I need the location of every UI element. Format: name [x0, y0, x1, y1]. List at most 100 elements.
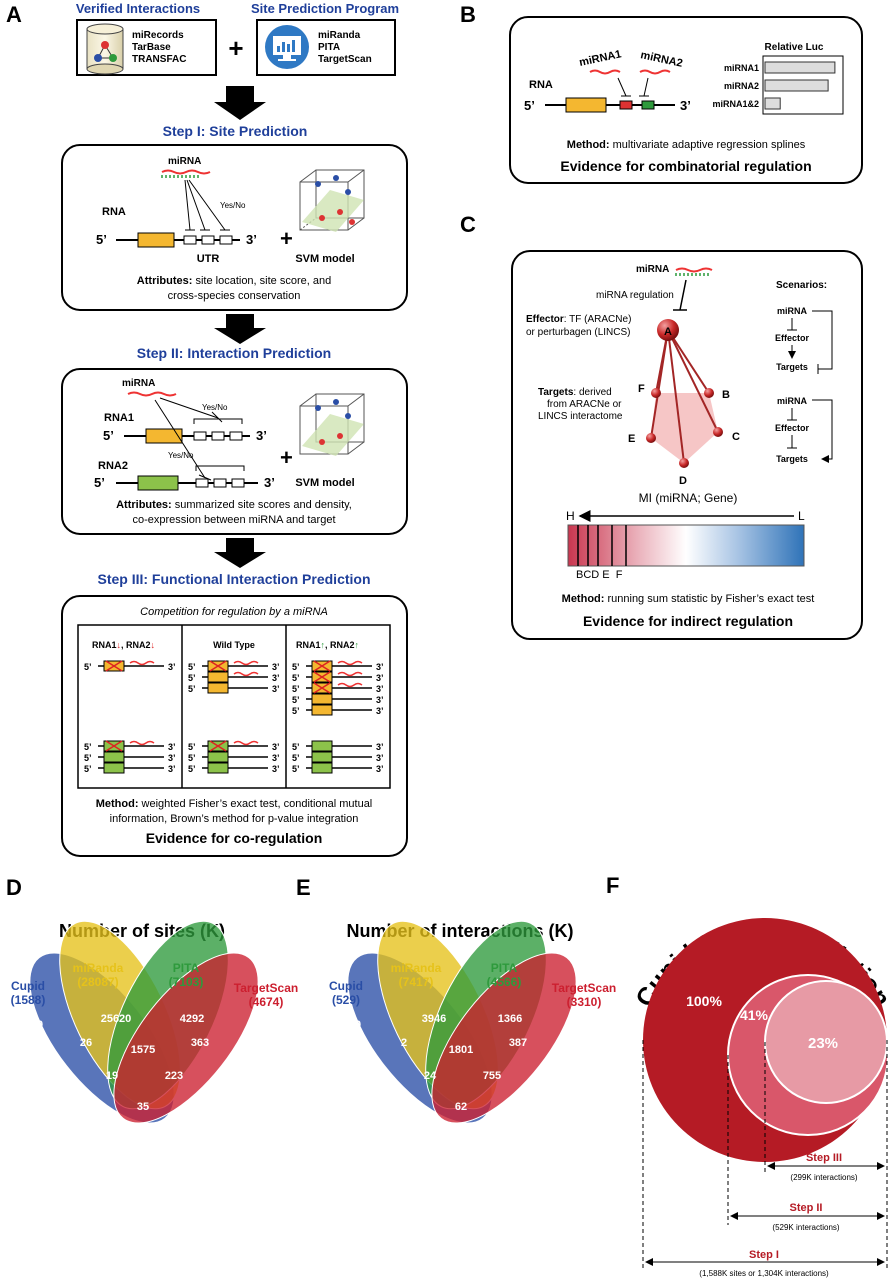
svg-text:3’: 3’: [376, 684, 384, 694]
node-e: [646, 433, 656, 443]
venn-region-value: 387: [509, 1037, 527, 1049]
step2-box: [61, 368, 408, 535]
five-prime: 5’: [96, 232, 107, 247]
node-f: [651, 388, 661, 398]
step3-method-line2: information, Brown’s method for p-value …: [110, 813, 359, 825]
program-item: PITA: [318, 42, 340, 53]
flow-arrow: [214, 314, 266, 344]
panel-d: D Number of sites (K)Cupid(1588)miRanda(…: [6, 875, 298, 1173]
venn-region-value: 164: [154, 1129, 173, 1141]
yes-no-label: Yes/No: [220, 201, 246, 210]
transcript: 5’3’: [84, 740, 176, 752]
three-prime: 3’: [680, 98, 691, 113]
svg-text:3’: 3’: [376, 764, 384, 774]
svg-text:5’: 5’: [292, 695, 300, 705]
rna-label: RNA: [102, 206, 126, 218]
step1-content: miRNA Yes/No RNA 5’ 3’ UTR +: [96, 156, 365, 302]
competition-label: Competition for regulation by a miRNA: [140, 606, 328, 618]
venn-region-value: 424: [63, 1084, 82, 1096]
svg-text:3’: 3’: [272, 684, 280, 694]
venn-set-total: (28087): [77, 975, 118, 989]
step2-attributes: Attributes: summarized site scores and d…: [116, 499, 352, 511]
mirna-regulation-label: miRNA regulation: [596, 290, 674, 301]
svg-text:miRNA: miRNA: [777, 306, 808, 316]
svg-text:3’: 3’: [168, 742, 176, 752]
flow-arrow: [214, 86, 266, 120]
svg-text:5’: 5’: [188, 662, 196, 672]
transcript: 5’3’: [188, 660, 280, 672]
venn-region-value: 223: [165, 1070, 183, 1082]
col2-header: Wild Type: [213, 640, 255, 650]
node-c-label: C: [732, 431, 740, 443]
step2-label: Step II: [789, 1202, 822, 1214]
luc-bar: [764, 97, 781, 110]
venn-region-value: 35: [137, 1101, 149, 1113]
panel-label-e: E: [296, 875, 311, 900]
step2-sub: (529K interactions): [772, 1223, 839, 1232]
venn-set-total: (7417): [399, 975, 434, 989]
mi-tick-letters: BCD E F: [576, 569, 623, 581]
yes-no-label: Yes/No: [202, 403, 228, 412]
svg-text:5’: 5’: [292, 706, 300, 716]
transcript: 5’ 3’: [292, 704, 384, 716]
step1-sub: (1,588K sites or 1,304K interactions): [699, 1269, 829, 1278]
step1-label: Step I: [749, 1249, 779, 1261]
verified-item: TarBase: [132, 42, 171, 53]
step3-title: Step III: Functional Interaction Predict…: [97, 571, 370, 587]
svg-text:5’: 5’: [188, 684, 196, 694]
panel-label-d: D: [6, 875, 22, 900]
node-a: [657, 319, 679, 341]
venn-set-name: TargetScan: [234, 981, 298, 995]
transcript: 5’3’: [188, 762, 280, 774]
svg-text:3’: 3’: [168, 662, 176, 672]
svg-text:5’: 5’: [84, 764, 92, 774]
venn-set-targetscan: [431, 952, 577, 1124]
mi-gradient-bar: [567, 524, 805, 567]
svg-text:5’: 5’: [292, 684, 300, 694]
panel-f: F Cupid 3-step prediction 100% 41% 23% S…: [606, 873, 896, 1278]
luc-row-label: miRNA2: [724, 81, 759, 91]
effector-label-line2: or perturbagen (LINCS): [526, 327, 631, 338]
luc-bar: [764, 61, 836, 74]
luc-bar: [764, 79, 829, 92]
svg-text:5’: 5’: [292, 673, 300, 683]
venn-region-value: 3946: [422, 1013, 446, 1025]
cds-box: [137, 232, 175, 248]
venn-region-value: 0: [37, 1019, 43, 1031]
transcript: 5’3’: [188, 751, 280, 763]
venn-region-value: 769: [523, 1084, 541, 1096]
node-b: [704, 388, 714, 398]
mi-low-label: L: [798, 509, 805, 523]
venn-region-value: 0: [355, 1019, 361, 1031]
venn-region-value: 67: [384, 1084, 396, 1096]
three-prime: 3’: [256, 428, 267, 443]
monitor-icon: [265, 25, 309, 69]
step2-attributes-line2: co-expression between miRNA and target: [133, 514, 336, 526]
step3-sub: (299K interactions): [790, 1173, 857, 1182]
mi-high-label: H: [566, 509, 575, 523]
effector-label: Effector: TF (ARACNe): [526, 314, 631, 325]
col3-header: RNA1↑, RNA2↑: [296, 640, 359, 650]
svg-text:3’: 3’: [272, 753, 280, 763]
svg-text:5’: 5’: [292, 753, 300, 763]
transcript: 5’3’: [292, 762, 384, 774]
svm-cube-icon: [299, 169, 365, 232]
node-e-label: E: [628, 433, 635, 445]
rna2-label: RNA2: [98, 460, 128, 472]
svg-text:3’: 3’: [376, 662, 384, 672]
transcript: 5’3’: [292, 671, 384, 683]
pct-step2: 41%: [740, 1007, 769, 1023]
venn-region-value: 172: [113, 1129, 131, 1141]
pct-step1: 100%: [686, 993, 722, 1009]
node-d: [679, 458, 689, 468]
rna1-label: RNA1: [104, 412, 134, 424]
svg-text:3’: 3’: [376, 706, 384, 716]
venn-set-total: (4566): [487, 975, 522, 989]
luc-title: Relative Luc: [765, 42, 824, 53]
five-prime: 5’: [94, 475, 105, 490]
venn-region-value: 24: [424, 1070, 437, 1082]
svg-text:3’: 3’: [376, 742, 384, 752]
step1-attributes: Attributes: site location, site score, a…: [137, 275, 331, 287]
verified-title: Verified Interactions: [76, 1, 200, 16]
targets-label-line3: LINCS interactome: [538, 411, 623, 422]
